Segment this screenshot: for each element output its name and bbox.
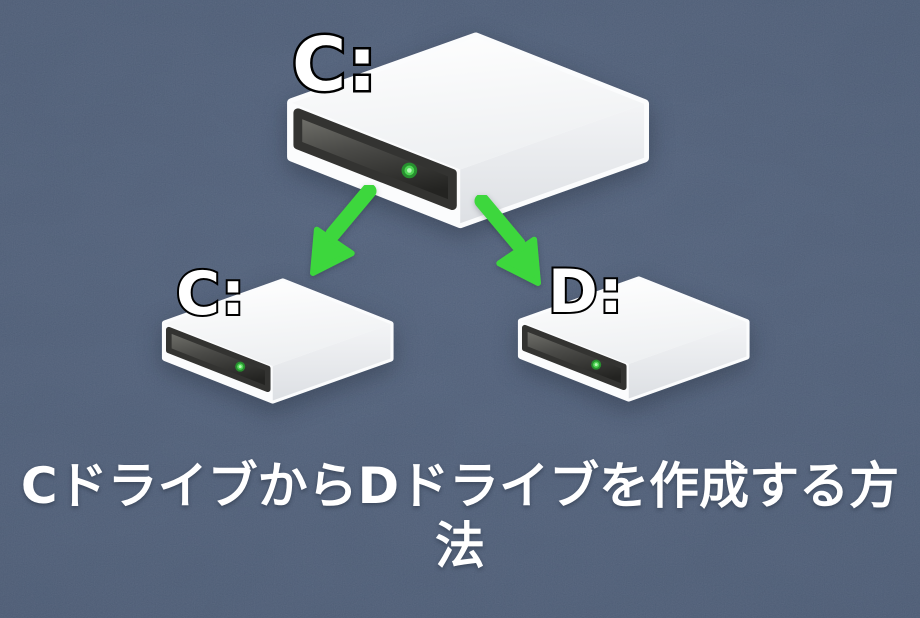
drive-clone-right-label: D: xyxy=(546,257,625,327)
video-title: CドライブからDドライブを作成する方法 xyxy=(20,457,900,575)
drive-clone-left-label: C: xyxy=(174,259,247,329)
arrow-down-right-icon xyxy=(474,195,541,286)
arrow-down-left-icon xyxy=(310,185,377,276)
drive-source-label: C: xyxy=(290,22,380,108)
